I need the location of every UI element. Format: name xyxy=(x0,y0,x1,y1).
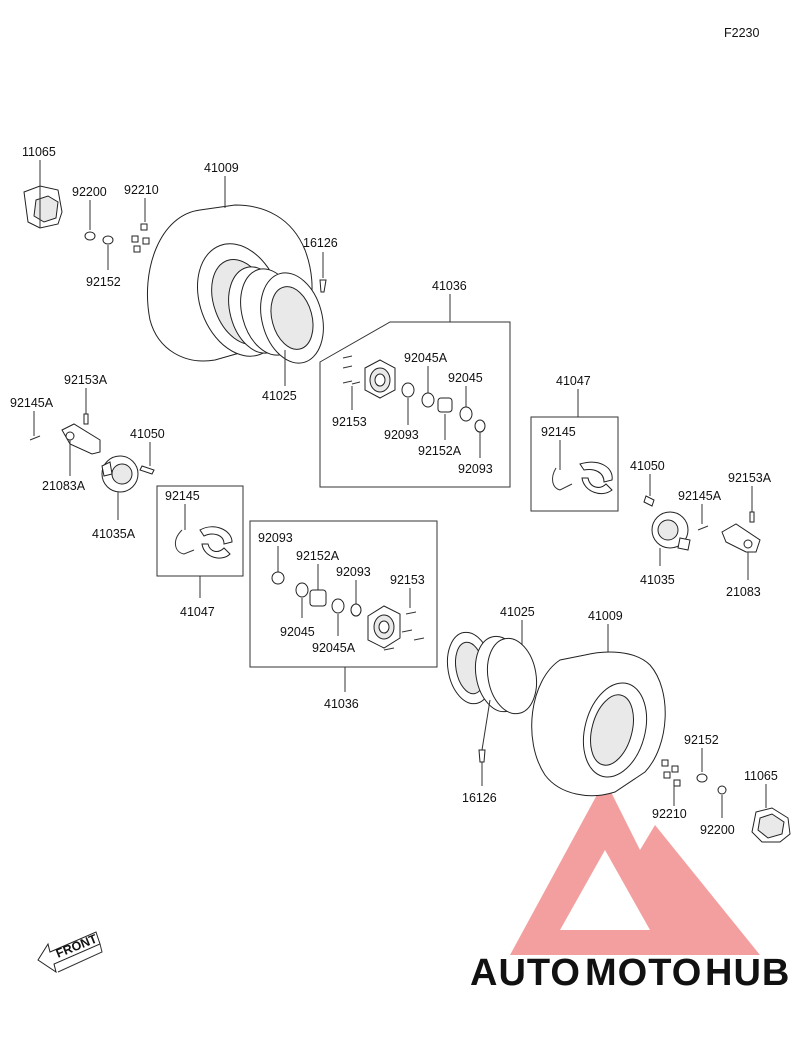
bearing-icon xyxy=(295,582,309,598)
hub-41036-bottom xyxy=(367,605,401,649)
watermark-logo xyxy=(510,780,760,955)
label-92093-d: 92093 xyxy=(336,565,371,579)
diagram-id: F2230 xyxy=(724,26,759,40)
label-41036: 41036 xyxy=(432,279,467,293)
wheel-rim-41025-top xyxy=(228,266,324,364)
label-41009: 41009 xyxy=(204,161,239,175)
brake-panel-41035 xyxy=(651,511,691,551)
brake-shoes-icon xyxy=(552,461,613,494)
brake-panel-41035A xyxy=(101,455,139,493)
label-92145: 92145 xyxy=(541,425,576,439)
stud-bolts-icon xyxy=(342,355,361,385)
watermark-stripe xyxy=(628,870,700,955)
leader-line xyxy=(481,699,491,751)
label-16126-b: 16126 xyxy=(462,791,497,805)
label-92153A: 92153A xyxy=(64,373,108,387)
hub-kit-box-bottom xyxy=(249,520,438,668)
label-92045A-c: 92045A xyxy=(312,641,356,655)
label-41009-b: 41009 xyxy=(588,609,623,623)
brake-lever-21083 xyxy=(721,523,761,553)
bolt-icon xyxy=(83,413,89,425)
washer-icon xyxy=(84,231,96,241)
valve-icon xyxy=(319,279,327,293)
seal-icon xyxy=(271,571,285,585)
label-92093-c: 92093 xyxy=(258,531,293,545)
label-41036-b: 41036 xyxy=(324,697,359,711)
label-92145-b: 92145 xyxy=(165,489,200,503)
label-41035A: 41035A xyxy=(92,527,136,541)
watermark-hub: HUB xyxy=(705,952,790,994)
label-92210-b: 92210 xyxy=(652,807,687,821)
label-92145A: 92145A xyxy=(10,396,54,410)
seal-icon xyxy=(350,603,362,617)
washer-icon xyxy=(696,773,708,783)
label-92093-b: 92093 xyxy=(458,462,493,476)
nut-cluster-icon xyxy=(661,759,681,787)
cam-icon xyxy=(139,465,155,475)
front-arrow-icon: FRONT xyxy=(37,931,103,974)
label-92045-c: 92045 xyxy=(280,625,315,639)
watermark-text: AUTO MOTO HUB xyxy=(470,952,790,994)
label-11065-b: 11065 xyxy=(744,769,778,783)
label-92152: 92152 xyxy=(86,275,121,289)
brake-shoes-icon xyxy=(175,526,233,559)
label-41025-b: 41025 xyxy=(500,605,535,619)
tire-41009-bottom xyxy=(531,651,666,797)
spacer-icon xyxy=(437,397,453,413)
wheel-rim-41025-bottom xyxy=(446,631,538,715)
seal-icon xyxy=(474,419,486,433)
label-21083: 21083 xyxy=(726,585,761,599)
label-92153: 92153 xyxy=(332,415,367,429)
label-41047-b: 41047 xyxy=(180,605,215,619)
hub-41036-top xyxy=(364,359,396,399)
label-41025: 41025 xyxy=(262,389,297,403)
spacer-icon xyxy=(309,589,327,607)
label-41050-b: 41050 xyxy=(630,459,665,473)
label-92145A-b: 92145A xyxy=(678,489,722,503)
hub-kit-box-top xyxy=(319,321,511,488)
stud-bolts-icon xyxy=(383,611,425,651)
label-92152A: 92152A xyxy=(418,444,462,458)
nut-cluster-icon xyxy=(131,223,150,253)
label-21083A: 21083A xyxy=(42,479,86,493)
hub-cap-11065-top xyxy=(23,185,63,229)
label-92153A-b: 92153A xyxy=(728,471,772,485)
bolt-icon xyxy=(749,511,755,523)
hub-cap-11065-bottom xyxy=(751,807,791,843)
brake-shoe-box-right xyxy=(530,416,619,512)
cam-icon xyxy=(643,495,655,507)
label-16126: 16126 xyxy=(303,236,338,250)
bearing-icon xyxy=(331,598,345,614)
label-92210: 92210 xyxy=(124,183,159,197)
brake-lever-21083A xyxy=(61,423,101,455)
label-92045A: 92045A xyxy=(404,351,448,365)
label-92200-b: 92200 xyxy=(700,823,735,837)
watermark-moto: MOTO xyxy=(585,952,702,994)
label-92045: 92045 xyxy=(448,371,483,385)
watermark-triangle xyxy=(510,780,760,955)
label-92200: 92200 xyxy=(72,185,107,199)
watermark-auto: AUTO xyxy=(470,952,581,994)
bearing-icon xyxy=(421,392,435,408)
spring-icon xyxy=(29,435,41,441)
seal-icon xyxy=(401,382,415,398)
label-92152-b: 92152 xyxy=(684,733,719,747)
washer-icon xyxy=(102,235,114,245)
valve-icon xyxy=(478,749,486,763)
spring-icon xyxy=(697,525,709,531)
label-92153-c: 92153 xyxy=(390,573,425,587)
label-41035: 41035 xyxy=(640,573,675,587)
label-41050: 41050 xyxy=(130,427,165,441)
washer-icon xyxy=(717,785,727,795)
label-92152A-c: 92152A xyxy=(296,549,340,563)
bearing-icon xyxy=(459,406,473,422)
label-11065: 11065 xyxy=(22,145,56,159)
label-41047: 41047 xyxy=(556,374,591,388)
label-92093: 92093 xyxy=(384,428,419,442)
